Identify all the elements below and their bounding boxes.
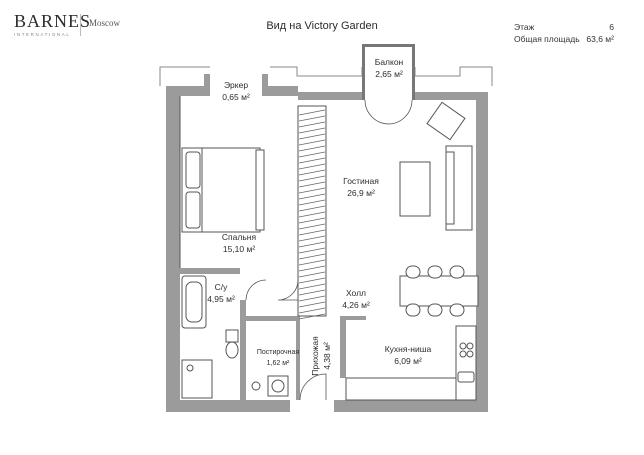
wardrobe-hatch-line <box>298 259 326 266</box>
brand-divider <box>80 14 81 36</box>
bathtub-icon <box>181 275 207 329</box>
walls <box>166 44 488 412</box>
wardrobe-hatch-line <box>298 271 326 278</box>
wardrobe-hatch-line <box>298 223 326 230</box>
room-area-living: 26,9 м² <box>347 188 375 198</box>
room-name-living: Гостиная <box>343 176 379 186</box>
stats-row-floor: Этаж 6 <box>514 21 614 33</box>
stats-label: Общая площадь <box>514 34 580 44</box>
wardrobe-hatch-line <box>298 151 326 158</box>
brand-name: BARNES <box>14 11 92 31</box>
room-name-bedroom: Спальня <box>222 232 257 242</box>
brand-logo: BARNES INTERNATIONAL <box>14 12 91 37</box>
washing-machine-icon <box>251 375 289 397</box>
bed-icon <box>181 147 265 233</box>
room-area-erker: 0,65 м² <box>222 92 250 102</box>
wardrobe-hatch-line <box>298 127 326 134</box>
wardrobe-hatch-line <box>298 295 326 302</box>
wardrobe-hatch-line <box>298 157 326 164</box>
wardrobe-hatch-line <box>298 277 326 284</box>
wardrobe-hatch-line <box>298 115 326 122</box>
toilet-icon <box>225 329 239 359</box>
room-name-erker: Эркер <box>224 80 248 90</box>
wardrobe-hatch-line <box>298 181 326 188</box>
stats-value: 6 <box>609 22 614 32</box>
wardrobe-hatch-line <box>298 307 326 314</box>
brand-subtitle: INTERNATIONAL <box>14 32 71 37</box>
wardrobe-hatch-line <box>298 313 326 320</box>
wardrobe-hatch-line <box>298 139 326 146</box>
wardrobe-hatch-line <box>298 187 326 194</box>
wardrobe-hatch-line <box>298 217 326 224</box>
wardrobe-hatch-line <box>298 235 326 242</box>
armchair-icon <box>426 101 466 141</box>
sofa-icon <box>445 145 473 231</box>
wardrobe-hatch-line <box>298 193 326 200</box>
stats-panel: Этаж 6 Общая площадь 63,6 м² <box>514 21 614 45</box>
wardrobe-hatch-line <box>298 145 326 152</box>
plan-title: Вид на Victory Garden <box>266 20 378 32</box>
brand-city: Moscow <box>89 18 120 28</box>
doors <box>245 99 413 401</box>
room-name-entry: Прихожая <box>310 336 320 376</box>
wardrobe-hatch-line <box>298 109 326 116</box>
room-area-kitchen: 6,09 м² <box>394 356 422 366</box>
wardrobe-hatch-line <box>298 265 326 272</box>
wardrobe-hatch-line <box>298 289 326 296</box>
kitchen-counter-icon <box>345 325 477 401</box>
wardrobe-hatch-line <box>298 229 326 236</box>
wardrobe <box>297 105 327 320</box>
dining-table-icon <box>399 265 479 317</box>
room-name-kitchen: Кухня-ниша <box>385 344 432 354</box>
room-labels: Эркер 0,65 м² Балкон 2,65 м² Гостиная 26… <box>207 57 431 376</box>
room-area-bedroom: 15,10 м² <box>223 244 255 254</box>
wardrobe-hatch-line <box>298 205 326 212</box>
room-area-balcony: 2,65 м² <box>375 69 403 79</box>
room-area-laundry: 1,62 м² <box>267 360 290 367</box>
stats-value: 63,6 м² <box>586 34 614 44</box>
partitions <box>179 96 327 316</box>
wardrobe-hatch-line <box>298 283 326 290</box>
coffee-table-icon <box>399 161 431 217</box>
wardrobe-hatch-line <box>298 199 326 206</box>
room-name-bathroom: С/у <box>215 282 229 292</box>
room-name-balcony: Балкон <box>375 57 404 67</box>
wardrobe-hatch-line <box>298 247 326 254</box>
room-area-bathroom: 4,95 м² <box>207 294 235 304</box>
wardrobe-hatch-line <box>298 133 326 140</box>
shower-icon <box>181 359 213 399</box>
wardrobe-hatch-line <box>298 175 326 182</box>
wardrobe-hatch-line <box>298 169 326 176</box>
wardrobe-hatch-line <box>298 301 326 308</box>
wardrobe-hatch-line <box>298 211 326 218</box>
wardrobe-hatch-line <box>298 241 326 248</box>
room-name-hall: Холл <box>346 288 366 298</box>
stats-row-area: Общая площадь 63,6 м² <box>514 33 614 45</box>
stats-label: Этаж <box>514 22 535 32</box>
room-name-laundry: Постирочная <box>257 349 300 356</box>
room-area-hall: 4,26 м² <box>342 300 370 310</box>
room-area-entry: 4,38 м² <box>322 342 332 370</box>
wardrobe-hatch-line <box>298 121 326 128</box>
wardrobe-hatch-line <box>298 253 326 260</box>
wardrobe-hatch-line <box>298 163 326 170</box>
